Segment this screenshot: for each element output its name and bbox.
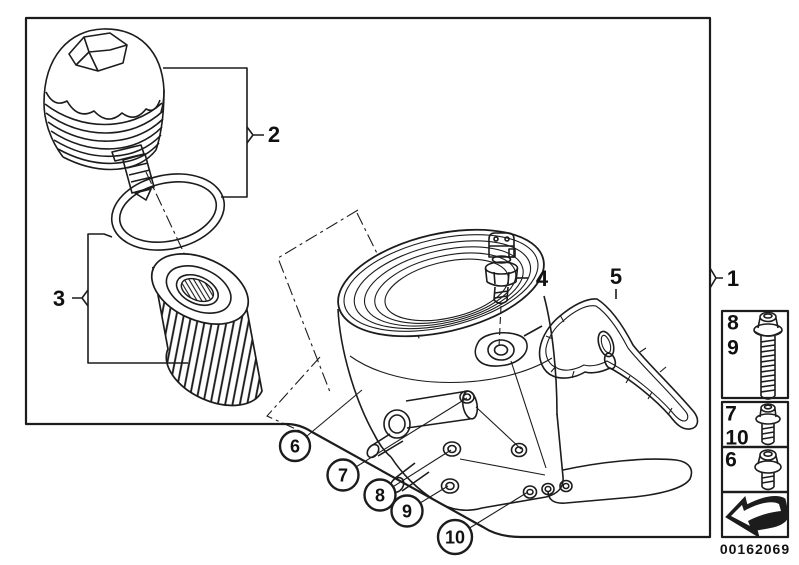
image-number: 00162069 <box>720 541 790 557</box>
callout-1-label: 1 <box>727 266 739 291</box>
callout-1: 1 <box>710 266 739 291</box>
part-mounting-bracket <box>365 326 692 510</box>
legend-box-8-9 <box>722 311 788 398</box>
callout-10-label: 10 <box>445 527 465 547</box>
callout-4-label: 4 <box>536 266 549 291</box>
medium-bolt-icon <box>756 404 780 445</box>
callout-circle-6 <box>280 431 310 461</box>
part-filter-element <box>141 240 262 405</box>
part-o-ring <box>105 164 232 260</box>
callout-7-label: 7 <box>338 465 348 485</box>
callout-circle-7 <box>328 460 359 491</box>
callout-circle-9 <box>392 496 423 527</box>
callout-5-label: 5 <box>610 264 622 289</box>
callout-circle-8 <box>365 480 396 511</box>
part-gasket <box>540 299 698 429</box>
callout-2-label: 2 <box>268 122 280 147</box>
callout-circle-10 <box>438 520 472 554</box>
part-pressure-switch <box>486 233 518 303</box>
callout-6-label: 6 <box>290 436 300 456</box>
legend-label-7: 7 <box>725 403 737 426</box>
callout-3: 3 <box>53 234 188 363</box>
legend-label-9: 9 <box>727 337 739 360</box>
callout-4: 4 <box>517 266 549 291</box>
legend-label-8: 8 <box>727 312 739 335</box>
short-bolt-icon <box>755 450 781 490</box>
legend-label-6: 6 <box>725 449 737 472</box>
callout-9-label: 9 <box>402 501 412 521</box>
callout-8-label: 8 <box>375 485 385 505</box>
callout-2: 2 <box>163 68 280 197</box>
callout-5: 5 <box>610 264 622 299</box>
callouts-circled: 6 7 8 9 10 <box>280 431 472 554</box>
legend-panel: 8 9 7 10 6 <box>722 311 788 537</box>
legend-label-10: 10 <box>725 427 748 450</box>
part-filter-housing <box>328 212 557 457</box>
callout-3-label: 3 <box>53 286 65 311</box>
part-oil-filter-cap <box>44 29 164 200</box>
callout-leader-lines <box>295 390 528 537</box>
long-bolt-icon <box>754 313 782 400</box>
direction-arrow-icon <box>726 497 788 537</box>
drawing-frame <box>26 18 710 537</box>
